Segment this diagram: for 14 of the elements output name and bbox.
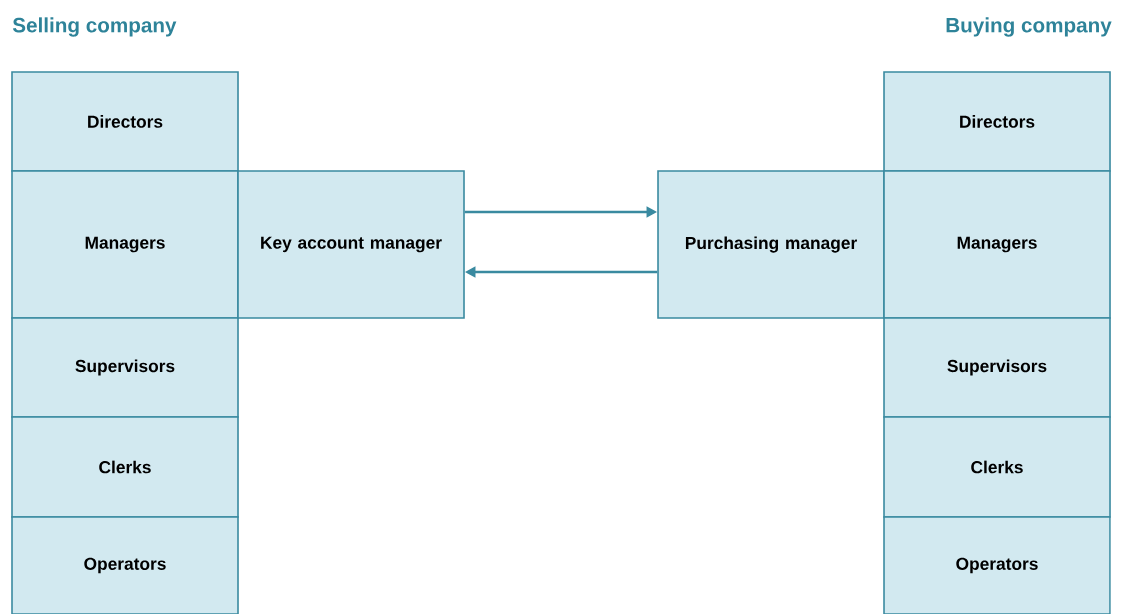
level-box: Operators bbox=[883, 516, 1111, 614]
level-box: Operators bbox=[11, 516, 239, 614]
level-box: Supervisors bbox=[11, 317, 239, 418]
level-box: Managers bbox=[883, 170, 1111, 319]
level-box: Clerks bbox=[11, 416, 239, 518]
level-box: Supervisors bbox=[883, 317, 1111, 418]
level-box: Managers bbox=[11, 170, 239, 319]
company-heading: Buying company bbox=[946, 17, 1112, 37]
level-box: Clerks bbox=[883, 416, 1111, 518]
level-box: Key account manager bbox=[237, 170, 465, 319]
level-box: Directors bbox=[883, 71, 1111, 172]
level-box: Purchasing manager bbox=[657, 170, 885, 319]
level-box: Directors bbox=[11, 71, 239, 172]
company-heading: Selling company bbox=[12, 17, 177, 37]
